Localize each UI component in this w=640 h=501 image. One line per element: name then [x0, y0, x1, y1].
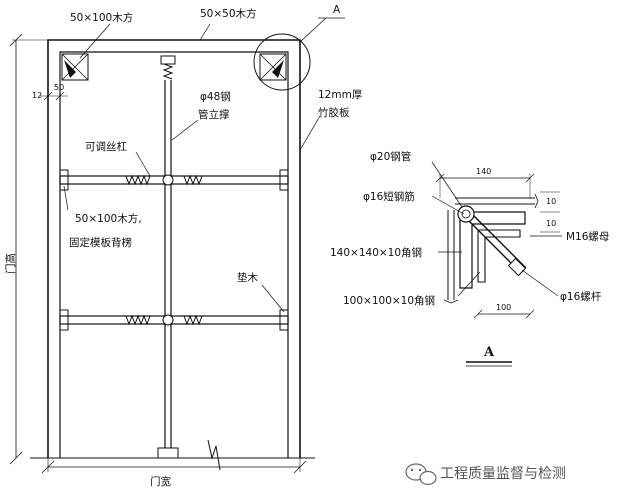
steel-pipe-20	[457, 205, 475, 223]
label-timber-50x50: 50×50木方	[200, 7, 257, 20]
label-timber-50x100: 50×100木方	[70, 11, 133, 24]
leaders	[63, 23, 321, 313]
detail-label-angle-140: 140×140×10角钢	[330, 246, 422, 259]
label-adjustable-screw: 可调丝杠	[85, 140, 127, 153]
small-dims	[40, 91, 68, 101]
label-pad-wood: 垫木	[237, 271, 258, 284]
corner-timber-left	[61, 53, 89, 81]
detail-label-angle-100: 100×100×10角钢	[343, 294, 435, 307]
door-height-dimension	[9, 33, 48, 465]
plywood-outer	[47, 39, 301, 458]
angle-steel-140	[459, 211, 526, 289]
detail-a: φ20钢管 φ16短钢筋 140×140×10角钢 100×100×10角钢 M…	[330, 150, 609, 367]
label-steel-pipe-1: φ48钢	[200, 90, 231, 103]
detail-dim-140: 140	[476, 167, 491, 176]
label-plywood-1: 12mm厚	[318, 89, 363, 101]
detail-title: A	[483, 345, 495, 360]
label-backing-1: 50×100木方,	[75, 212, 142, 225]
door-elevation: 50×100木方 50×50木方 A φ48钢 管立撑 12mm厚 竹胶板 可调…	[4, 4, 363, 488]
detail-label-bolt-rod: φ16螺杆	[560, 290, 602, 303]
vertical-steel-pipe	[157, 55, 179, 459]
label-steel-pipe-2: 管立撑	[198, 108, 230, 121]
door-width-dimension	[41, 458, 307, 474]
label-door-height: 门高	[4, 253, 17, 274]
detail-dim-100: 100	[496, 303, 511, 312]
lower-brace	[59, 309, 289, 331]
label-detail-ref: A	[333, 4, 341, 16]
label-dim-12: 12	[32, 91, 42, 100]
watermark-text: 工程质量监督与检测	[440, 466, 566, 482]
corner-timber-right	[259, 53, 287, 81]
detail-dim-side-2: 10	[546, 219, 556, 228]
detail-dim-side-1: 10	[546, 197, 556, 206]
detail-label-steel-pipe: φ20钢管	[370, 150, 411, 163]
plywood-inner	[59, 51, 289, 458]
label-plywood-2: 竹胶板	[318, 106, 350, 119]
label-backing-2: 固定模板背楞	[69, 236, 132, 249]
break-symbol	[207, 439, 221, 471]
detail-a-circle	[253, 33, 311, 91]
label-door-width: 门宽	[150, 475, 171, 488]
detail-label-bolt-nut: M16螺母	[566, 231, 609, 243]
detail-label-short-rebar: φ16短钢筋	[363, 190, 415, 203]
upper-brace	[59, 169, 289, 191]
watermark: 工程质量监督与检测	[405, 463, 566, 486]
wechat-icon	[405, 463, 437, 486]
label-dim-50: 50	[54, 83, 64, 92]
